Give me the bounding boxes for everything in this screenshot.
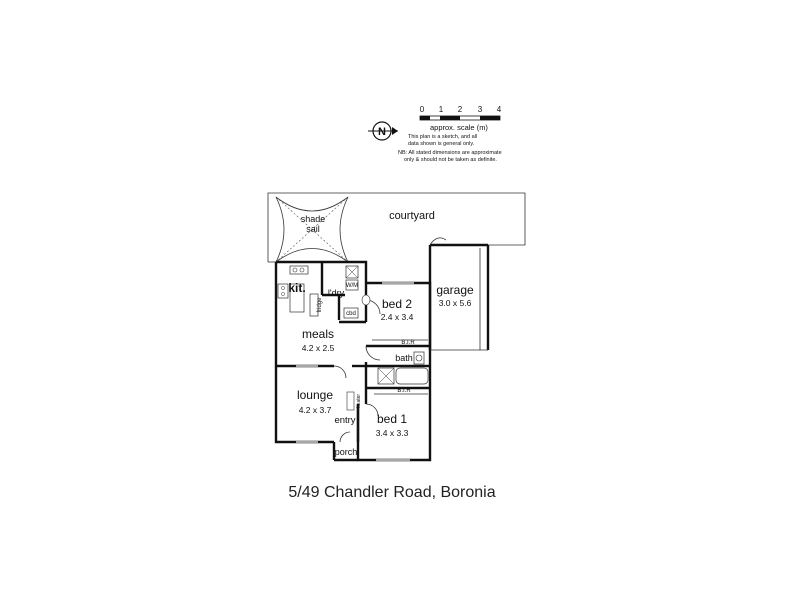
bed2-label: bed 2 [382, 297, 412, 311]
scale-bar [419, 115, 501, 121]
kitchen-fixtures: fridge [277, 265, 323, 317]
window-markers [296, 282, 414, 461]
scale-label: approx. scale (m) [430, 123, 488, 132]
fridge-label: fridge [317, 297, 323, 313]
shade-sail-label-2: sail [306, 224, 320, 234]
garage-dims: 3.0 x 5.6 [439, 298, 472, 308]
lounge-label: lounge [297, 388, 333, 402]
washer-label: W/M [346, 283, 358, 289]
entry-label: entry [334, 415, 355, 426]
scale-note-4: only & should not be taken as definite. [404, 157, 497, 163]
lounge-dims: 4.2 x 3.7 [299, 405, 332, 415]
laundry-label: l'dry [328, 288, 345, 298]
laundry-fixtures: W/M cbd [343, 265, 359, 319]
scale-note-3: NB: All stated dimensions are approximat… [398, 150, 502, 156]
meals-dims: 4.2 x 2.5 [302, 343, 335, 353]
bed1-dims: 3.4 x 3.3 [376, 428, 409, 438]
north-arrow-icon: N [368, 121, 398, 141]
porch-label: porch [335, 447, 358, 457]
bir-top-label: B.I.R [401, 340, 415, 346]
cbd-label: cbd [346, 311, 356, 317]
meals-label: meals [302, 327, 334, 341]
courtyard-boundary [267, 192, 526, 263]
scale-tick-0: 0 [420, 105, 425, 114]
scale-tick-1: 1 [439, 105, 444, 114]
bed2-dims: 2.4 x 3.4 [381, 312, 414, 322]
address-caption: 5/49 Chandler Road, Boronia [288, 484, 495, 501]
scale-note-2: data shown is general only. [408, 141, 475, 147]
scale-block: 0 1 2 3 4 approx. scale (m) This plan is… [368, 105, 502, 163]
scale-tick-3: 3 [478, 105, 483, 114]
heater-label: heater [356, 394, 362, 409]
shade-sail-label-1: shade [301, 214, 326, 224]
kitchen-label: kit. [288, 281, 305, 295]
scale-tick-2: 2 [458, 105, 463, 114]
scale-tick-4: 4 [497, 105, 502, 114]
north-label: N [378, 126, 386, 138]
garage-label: garage [436, 283, 474, 297]
garage-walls [428, 237, 490, 351]
bed1-label: bed 1 [377, 412, 407, 426]
bath-label: bath [395, 353, 413, 363]
courtyard-label: courtyard [389, 210, 435, 222]
bathroom-fixtures: B.I.R B.I.R heater [346, 294, 429, 411]
scale-note-1: This plan is a sketch, and all [408, 134, 477, 140]
bir-bottom-label: B.I.R [397, 388, 411, 394]
